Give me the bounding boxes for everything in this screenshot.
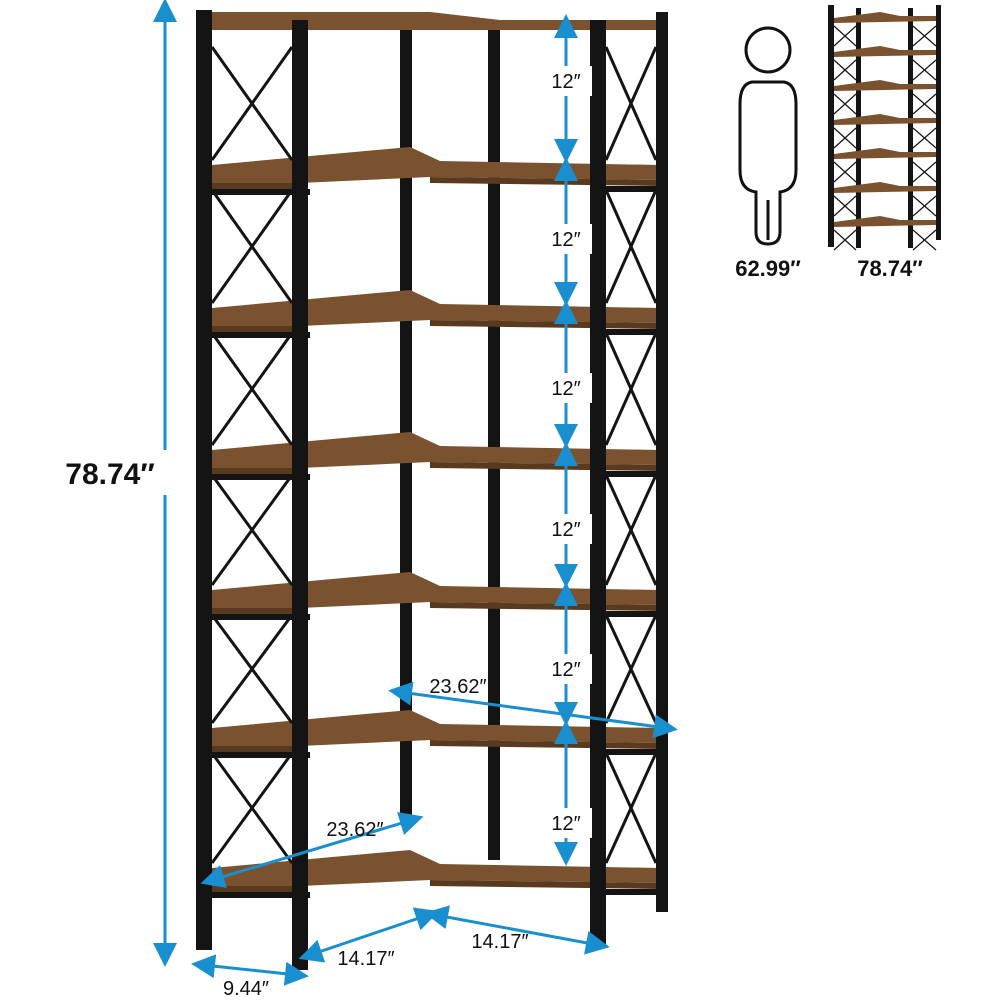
rear-post-left: [400, 25, 412, 815]
spacing-2: 12″: [540, 157, 592, 306]
width-left-arrow: [298, 907, 440, 963]
front-post-left-inner: [292, 20, 308, 970]
spacing-1: 12″: [540, 13, 592, 163]
spacing-label-6: 12″: [551, 813, 580, 835]
brace-left-1: [210, 46, 294, 161]
brace-left-4: [210, 474, 294, 586]
width-left-label: 14.17″: [337, 948, 394, 970]
brace-right-2: [604, 189, 658, 304]
diagonal-lower-label: 23.62″: [326, 819, 383, 841]
shelf-2: [200, 147, 668, 195]
diagonal-upper-arrow: [388, 681, 678, 739]
brace-right-4: [604, 474, 658, 586]
brace-right-5: [604, 614, 658, 724]
dimension-annotations: 78.74″ 12″12″12″12″12″12″ 23.62″ 23.62″ …: [65, 0, 678, 1000]
spacing-3: 12″: [540, 300, 592, 448]
front-post-left-outer: [196, 10, 212, 950]
spacing-label-5: 12″: [551, 659, 580, 681]
spacing-label-4: 12″: [551, 519, 580, 541]
brace-right-3: [604, 332, 658, 446]
person-silhouette-icon: [738, 26, 798, 246]
diagonal-upper-label: 23.62″: [429, 676, 486, 698]
front-post-right-inner: [590, 20, 606, 945]
spacing-label-2: 12″: [551, 229, 580, 251]
person-height-label: 62.99″: [735, 256, 801, 281]
shelf-spacing-group: 12″ 12″ 12″ 12″ 12″ 12″: [540, 13, 592, 866]
depth-label: 9.44″: [223, 978, 269, 1000]
total-height-label: 78.74″: [65, 458, 154, 491]
diagonal-lower-arrow: [200, 811, 424, 889]
shelf-height-label: 78.74″: [857, 256, 923, 281]
brace-left-2: [210, 189, 294, 304]
spacing-5: 12″: [540, 582, 592, 726]
spacing-6: 12″: [540, 720, 592, 866]
bookshelf-thumbnail-icon: [828, 5, 941, 251]
rear-post-right: [488, 25, 500, 860]
brace-left-6: [210, 752, 294, 864]
bookshelf-main: [196, 10, 668, 970]
height-comparison: 62.99″ 78.74″: [735, 5, 941, 281]
brace-right-6: [604, 752, 658, 864]
shelf-1: [200, 12, 668, 30]
brace-right-1: [604, 46, 658, 161]
spacing-4: 12″: [540, 442, 592, 588]
depth-arrow: [191, 954, 309, 986]
spacing-label-3: 12″: [551, 378, 580, 400]
front-post-right-outer: [656, 12, 668, 912]
cross-braces: [210, 46, 658, 864]
brace-left-3: [210, 332, 294, 446]
brace-left-5: [210, 614, 294, 724]
spacing-label-1: 12″: [551, 71, 580, 93]
width-right-arrow: [424, 905, 610, 955]
width-right-label: 14.17″: [471, 931, 528, 953]
